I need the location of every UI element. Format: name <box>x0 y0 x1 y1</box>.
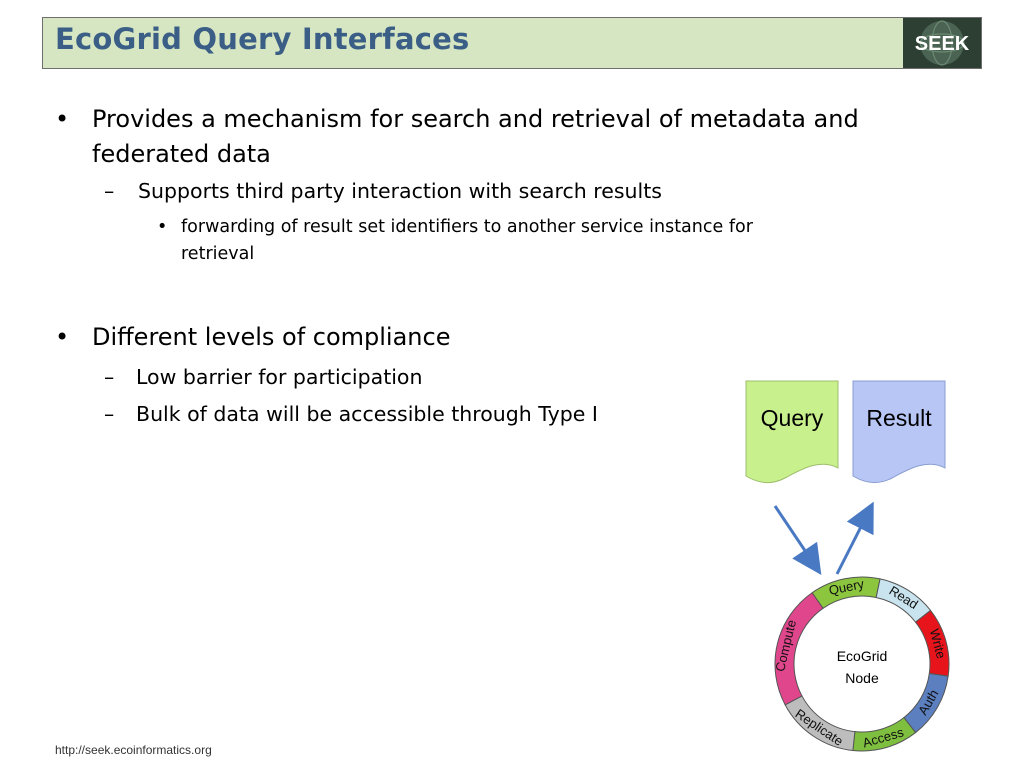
bullet-2: Different levels of compliance <box>92 323 451 351</box>
node-center <box>804 606 920 722</box>
node-label-line-2: Node <box>845 670 879 686</box>
result-document-label: Result <box>866 405 932 431</box>
ring-segment-label-query: Query <box>827 576 865 598</box>
dash-marker: – <box>104 365 115 389</box>
node-label-line-1: EcoGrid <box>837 648 888 664</box>
bullet-marker-small: • <box>157 217 168 237</box>
arrow-to-node <box>773 505 822 575</box>
dash-marker: – <box>104 179 115 203</box>
query-document-label: Query <box>761 405 824 431</box>
bullet-marker: • <box>55 105 70 133</box>
dash-marker: – <box>104 402 115 426</box>
page-title: EcoGrid Query Interfaces <box>55 22 470 56</box>
bullet-2-sub-2: Bulk of data will be accessible through … <box>136 402 598 426</box>
query-document-shape <box>745 380 839 483</box>
bullet-1-line-1: Provides a mechanism for search and retr… <box>92 105 859 133</box>
bullet-1-sub-1: Supports third party interaction with se… <box>138 179 662 203</box>
logo-text: SEEK <box>915 33 970 55</box>
result-document-shape <box>852 380 946 483</box>
footer-url: http://seek.ecoinformatics.org <box>55 743 212 757</box>
bullet-2-sub-1: Low barrier for participation <box>136 365 423 389</box>
bullet-marker: • <box>55 323 70 351</box>
bullet-1-line-2: federated data <box>92 140 271 168</box>
seek-logo: SEEK <box>903 18 981 68</box>
seek-logo-graphic: SEEK <box>915 20 970 66</box>
ring-segment-compute <box>774 592 824 706</box>
bullet-1-sub-1-sub-1-line-2: retrieval <box>181 244 255 264</box>
arrow-from-node <box>835 501 874 575</box>
bullet-1-sub-1-sub-1-line-1: forwarding of result set identifiers to … <box>181 217 753 237</box>
title-bar: EcoGrid Query Interfaces SEEK <box>42 17 982 69</box>
